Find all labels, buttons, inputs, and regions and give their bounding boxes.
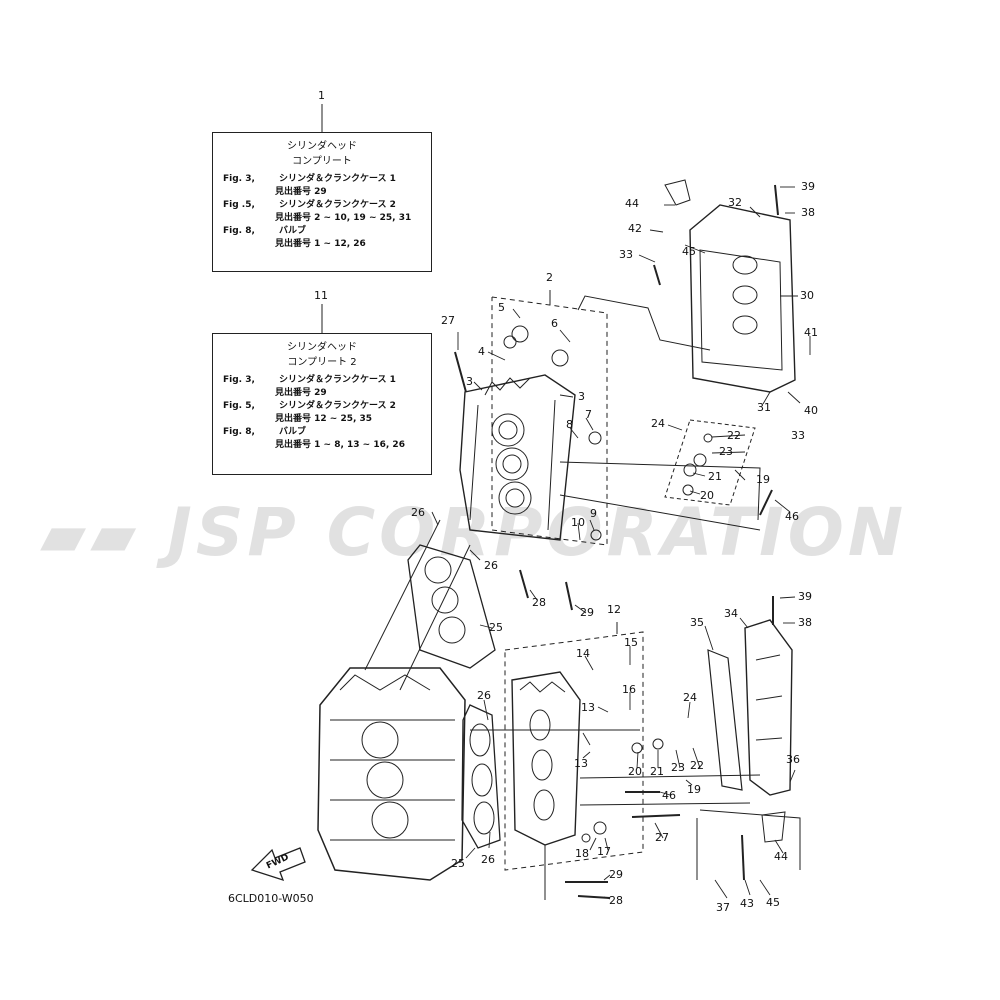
part-number-label: 19 xyxy=(756,473,770,486)
part-number-label: 29 xyxy=(609,868,623,881)
part-number-label: 36 xyxy=(786,753,800,766)
part-number-label: 11 xyxy=(314,289,328,302)
callout-ref-sub: 見出番号 12 ~ 25, 35 xyxy=(275,414,373,424)
part-number-label: 20 xyxy=(700,489,714,502)
part-number-label: 34 xyxy=(724,607,738,620)
part-number-label: 46 xyxy=(785,510,799,523)
part-number-label: 33 xyxy=(619,248,633,261)
callout-ref-sub: 見出番号 2 ~ 10, 19 ~ 25, 31 xyxy=(275,213,412,223)
part-number-label: 38 xyxy=(798,616,812,629)
part-number-label: 10 xyxy=(571,516,585,529)
part-number-label: 45 xyxy=(682,245,696,258)
part-number-label: 41 xyxy=(804,326,818,339)
part-number-label: 20 xyxy=(628,765,642,778)
part-number-label: 9 xyxy=(590,507,597,520)
callout-ref-line: Fig .5,シリンダ＆クランクケース 2 xyxy=(223,200,396,210)
diagram-code: 6CLD010-W050 xyxy=(228,892,314,905)
part-number-label: 3 xyxy=(578,390,585,403)
part-number-label: 23 xyxy=(671,761,685,774)
part-number-label: 30 xyxy=(800,289,814,302)
part-number-label: 31 xyxy=(757,401,771,414)
part-number-label: 27 xyxy=(441,314,455,327)
part-number-label: 26 xyxy=(484,559,498,572)
part-number-label: 27 xyxy=(655,831,669,844)
part-number-label: 16 xyxy=(622,683,636,696)
part-number-label: 21 xyxy=(708,470,722,483)
part-number-label: 33 xyxy=(791,429,805,442)
part-number-label: 25 xyxy=(451,857,465,870)
part-number-label: 26 xyxy=(477,689,491,702)
part-number-label: 25 xyxy=(489,621,503,634)
part-number-label: 21 xyxy=(650,765,664,778)
part-number-label: 42 xyxy=(628,222,642,235)
part-number-label: 13 xyxy=(574,757,588,770)
part-number-label: 38 xyxy=(801,206,815,219)
part-number-label: 37 xyxy=(716,901,730,914)
part-number-label: 2 xyxy=(546,271,553,284)
part-number-label: 28 xyxy=(609,894,623,907)
part-number-label: 1 xyxy=(318,89,325,102)
part-number-label: 43 xyxy=(740,897,754,910)
callout-title-line: シリンダヘッド xyxy=(287,342,357,353)
part-number-label: 29 xyxy=(580,606,594,619)
callout-ref-sub: 見出番号 1 ~ 8, 13 ~ 16, 26 xyxy=(275,440,405,450)
part-number-label: 24 xyxy=(651,417,665,430)
part-number-label: 18 xyxy=(575,847,589,860)
part-number-label: 6 xyxy=(551,317,558,330)
part-number-label: 15 xyxy=(624,636,638,649)
callout-ref-line: Fig. 8,バルブ xyxy=(223,226,307,236)
callout-ref-sub: 見出番号 29 xyxy=(275,187,327,197)
assembly-callout-box-1: シリンダヘッド コンプリート Fig. 3,シリンダ＆クランクケース 1 見出番… xyxy=(212,132,432,272)
part-number-label: 19 xyxy=(687,783,701,796)
part-number-label: 23 xyxy=(719,445,733,458)
callout-ref-line: Fig. 5,シリンダ＆クランクケース 2 xyxy=(223,401,396,411)
part-number-label: 13 xyxy=(581,701,595,714)
part-number-label: 28 xyxy=(532,596,546,609)
callout-ref-line: Fig. 3,シリンダ＆クランクケース 1 xyxy=(223,174,396,184)
part-number-label: 7 xyxy=(585,408,592,421)
part-number-label: 24 xyxy=(683,691,697,704)
part-number-label: 22 xyxy=(690,759,704,772)
callout-ref-line: Fig. 8,バルブ xyxy=(223,427,307,437)
part-number-label: 32 xyxy=(728,196,742,209)
callout-title-line: コンプリート xyxy=(292,156,352,167)
callout-ref-sub: 見出番号 29 xyxy=(275,388,327,398)
callout-ref-sub: 見出番号 1 ~ 12, 26 xyxy=(275,239,366,249)
part-number-label: 26 xyxy=(411,506,425,519)
assembly-callout-box-11: シリンダヘッド コンプリート 2 Fig. 3,シリンダ＆クランクケース 1 見… xyxy=(212,333,432,475)
part-number-label: 17 xyxy=(597,845,611,858)
part-number-label: 40 xyxy=(804,404,818,417)
part-number-label: 5 xyxy=(498,301,505,314)
callout-ref-line: Fig. 3,シリンダ＆クランクケース 1 xyxy=(223,375,396,385)
part-number-label: 26 xyxy=(481,853,495,866)
callout-title-line: シリンダヘッド xyxy=(287,141,357,152)
part-number-label: 39 xyxy=(798,590,812,603)
part-number-label: 35 xyxy=(690,616,704,629)
part-number-label: 8 xyxy=(566,418,573,431)
part-number-label: 45 xyxy=(766,896,780,909)
part-number-label: 46 xyxy=(662,789,676,802)
part-number-label: 22 xyxy=(727,429,741,442)
part-number-label: 3 xyxy=(466,375,473,388)
fwd-arrow-icon xyxy=(250,847,306,882)
part-number-label: 44 xyxy=(625,197,639,210)
part-number-label: 44 xyxy=(774,850,788,863)
part-number-label: 12 xyxy=(607,603,621,616)
callout-title-line: コンプリート 2 xyxy=(287,357,357,368)
part-number-label: 14 xyxy=(576,647,590,660)
part-number-label: 4 xyxy=(478,345,485,358)
part-number-label: 39 xyxy=(801,180,815,193)
